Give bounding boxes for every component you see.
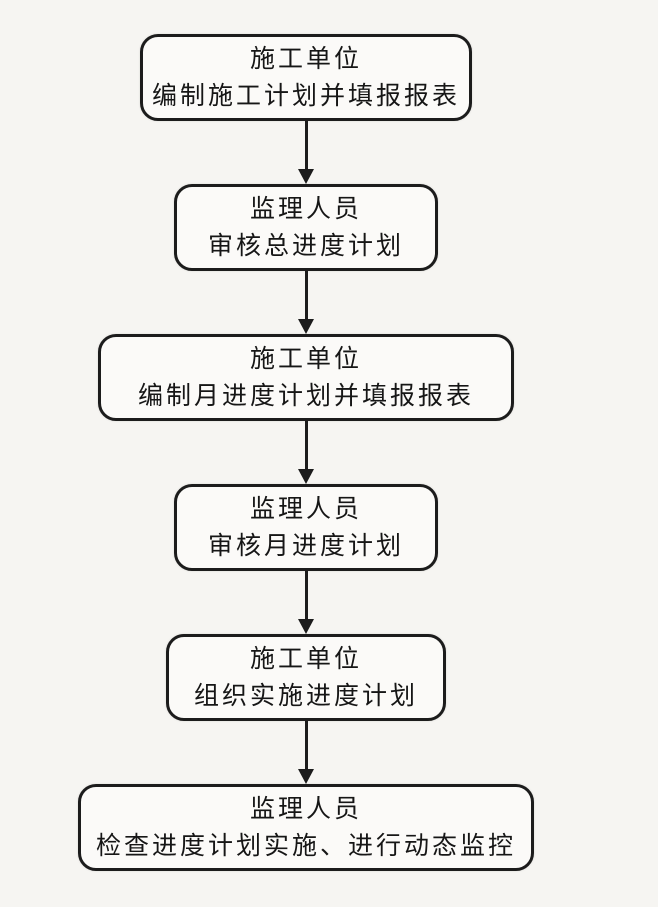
arrow-head-icon — [298, 469, 314, 484]
flow-node-review-monthly-plan: 监理人员 审核月进度计划 — [174, 484, 438, 571]
down-arrow — [298, 271, 314, 334]
node-action: 编制施工计划并填报报表 — [151, 82, 460, 110]
down-arrow — [298, 571, 314, 634]
node-action: 审核总进度计划 — [207, 232, 404, 260]
down-arrow — [298, 421, 314, 484]
arrow-shaft — [304, 271, 308, 320]
arrow-head-icon — [298, 319, 314, 334]
arrow-shaft — [304, 721, 308, 770]
node-actor: 施工单位 — [249, 345, 362, 373]
arrow-shaft — [304, 571, 308, 620]
down-arrow — [298, 121, 314, 184]
flow-node-review-master-schedule: 监理人员 审核总进度计划 — [174, 184, 438, 271]
node-action: 审核月进度计划 — [207, 532, 404, 560]
flow-node-inspect-and-monitor: 监理人员 检查进度计划实施、进行动态监控 — [78, 784, 534, 871]
node-action: 编制月进度计划并填报报表 — [137, 382, 474, 410]
arrow-head-icon — [298, 769, 314, 784]
node-action: 组织实施进度计划 — [193, 682, 418, 710]
arrow-shaft — [304, 421, 308, 470]
node-actor: 监理人员 — [249, 495, 362, 523]
arrow-head-icon — [298, 169, 314, 184]
flow-node-compile-monthly-plan: 施工单位 编制月进度计划并填报报表 — [98, 334, 514, 421]
flow-node-implement-schedule: 施工单位 组织实施进度计划 — [166, 634, 446, 721]
flowchart-column: 施工单位 编制施工计划并填报报表 监理人员 审核总进度计划 施工单位 编制月进度… — [78, 34, 534, 871]
node-actor: 施工单位 — [249, 45, 362, 73]
down-arrow — [298, 721, 314, 784]
node-actor: 监理人员 — [249, 195, 362, 223]
flow-node-compile-construction-plan: 施工单位 编制施工计划并填报报表 — [140, 34, 472, 121]
arrow-shaft — [304, 121, 308, 170]
node-actor: 施工单位 — [249, 645, 362, 673]
node-actor: 监理人员 — [249, 795, 362, 823]
node-action: 检查进度计划实施、进行动态监控 — [95, 832, 516, 860]
arrow-head-icon — [298, 619, 314, 634]
